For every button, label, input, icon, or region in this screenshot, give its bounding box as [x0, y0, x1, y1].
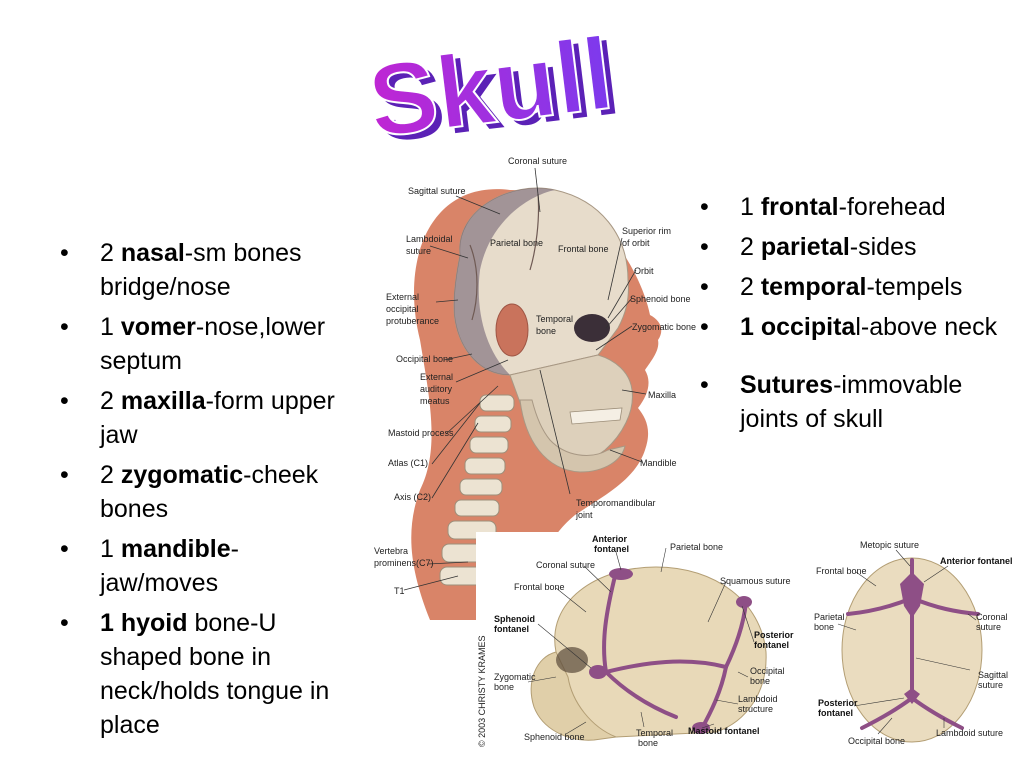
- top-label-sagittal-suture-2: suture: [978, 680, 1003, 690]
- fetal-top-anterior-fontanel: [900, 572, 924, 618]
- left-bullet-list: •2 nasal-sm bones bridge/nose •1 vomer-n…: [60, 236, 350, 748]
- fetal-face: [530, 651, 618, 741]
- label-mastoid-process: Mastoid process: [388, 428, 454, 438]
- fetal-label-zygomatic-bone-1: Zygomatic: [494, 672, 536, 682]
- fetal-label-zygomatic-bone-2: bone: [494, 682, 514, 692]
- fetal-label-sphenoid-fontanel-2: fontanel: [494, 624, 529, 634]
- bullet-parietal: •2 parietal-sides: [700, 233, 917, 261]
- fetal-skull-side-figure: Anterior fontanel Parietal bone Coronal …: [476, 532, 806, 762]
- top-label-posterior-fontanel-2: fontanel: [818, 708, 853, 718]
- label-sphenoid-bone: Sphenoid bone: [630, 294, 691, 304]
- label-t1: T1: [394, 586, 405, 596]
- fetal-label-mastoid-fontanel: Mastoid fontanel: [688, 726, 760, 736]
- top-label-lambdoid-suture: Lambdoid suture: [936, 728, 1003, 738]
- fetal-label-posterior-fontanel-2: fontanel: [754, 640, 789, 650]
- fetal-label-sphenoid-bone: Sphenoid bone: [524, 732, 585, 742]
- label-ext-occ-2: occipital: [386, 304, 419, 314]
- label-temporal-bone-2: bone: [536, 326, 556, 336]
- fetal-skull-top-figure: Metopic suture Frontal bone Anterior fon…: [808, 538, 1020, 764]
- fetal-label-parietal-bone: Parietal bone: [670, 542, 723, 552]
- bullet-maxilla: •2 maxilla-form upper jaw: [60, 387, 335, 449]
- slide-title: Skull Skull: [340, 0, 680, 164]
- top-label-coronal-suture-2: suture: [976, 622, 1001, 632]
- label-parietal-bone: Parietal bone: [490, 238, 543, 248]
- label-lambdoidal-2: suture: [406, 246, 431, 256]
- label-superior-rim-2: of orbit: [622, 238, 650, 248]
- mandible-shape: [519, 399, 626, 473]
- bullet-zygomatic: •2 zygomatic-cheek bones: [60, 461, 319, 523]
- top-label-posterior-fontanel-1: Posterior: [818, 698, 858, 708]
- label-ext-aud-3: meatus: [420, 396, 450, 406]
- bullet-temporal: •2 temporal-tempels: [700, 273, 963, 301]
- fetal-mastoid-fontanel: [692, 722, 710, 734]
- top-label-parietal-bone-1: Parietal: [814, 612, 845, 622]
- fetal-label-coronal-suture: Coronal suture: [536, 560, 595, 570]
- fetal-top-posterior-fontanel: [904, 688, 920, 704]
- head-skull-figure: Coronal suture Sagittal suture Parietal …: [360, 150, 700, 650]
- copyright-text: © 2003 CHRISTY KRAMES: [477, 635, 487, 747]
- label-tmj-2: joint: [575, 510, 593, 520]
- fetal-label-lambdoid-structure-1: Lambdoid: [738, 694, 778, 704]
- label-temporal-bone-1: Temporal: [536, 314, 573, 324]
- label-mandible: Mandible: [640, 458, 677, 468]
- fetal-label-lambdoid-structure-2: structure: [738, 704, 773, 714]
- fetal-label-squamous-suture: Squamous suture: [720, 576, 791, 586]
- top-label-frontal-bone: Frontal bone: [816, 566, 867, 576]
- label-frontal-bone: Frontal bone: [558, 244, 609, 254]
- label-sagittal-suture: Sagittal suture: [408, 186, 466, 196]
- bullet-vomer: •1 vomer-nose,lower septum: [60, 313, 326, 375]
- right-bullet-list: •1 frontal-forehead •2 parietal-sides •2…: [700, 190, 1010, 442]
- fetal-label-sphenoid-fontanel-1: Sphenoid: [494, 614, 535, 624]
- top-label-metopic-suture: Metopic suture: [860, 540, 919, 550]
- fetal-orbit: [556, 647, 588, 673]
- fetal-posterior-fontanel: [736, 596, 752, 608]
- fetal-sphenoid-fontanel: [589, 665, 607, 679]
- ear: [495, 303, 529, 357]
- label-ext-occ-1: External: [386, 292, 419, 302]
- label-axis: Axis (C2): [394, 492, 431, 502]
- label-coronal-suture: Coronal suture: [508, 156, 567, 166]
- label-lambdoidal-1: Lambdoidal: [406, 234, 453, 244]
- bullet-hyoid: •1 hyoid bone-U shaped bone in neck/hold…: [60, 609, 330, 739]
- label-superior-rim-1: Superior rim: [622, 226, 671, 236]
- label-tmj-1: Temporomandibular: [576, 498, 656, 508]
- fetal-label-occipital-bone-1: Occipital: [750, 666, 785, 676]
- title-text: Skull: [363, 16, 619, 150]
- top-label-occipital-bone: Occipital bone: [848, 736, 905, 746]
- bullet-sutures: •Sutures-immovable joints of skull: [700, 371, 963, 433]
- fetal-label-anterior-fontanel-2: fontanel: [594, 544, 629, 554]
- fetal-label-occipital-bone-2: bone: [750, 676, 770, 686]
- top-label-parietal-bone-2: bone: [814, 622, 834, 632]
- fetal-label-anterior-fontanel-1: Anterior: [592, 534, 628, 544]
- label-ext-aud-2: auditory: [420, 384, 453, 394]
- teeth: [569, 407, 623, 425]
- label-maxilla: Maxilla: [648, 390, 676, 400]
- fetal-label-posterior-fontanel-1: Posterior: [754, 630, 794, 640]
- cranium-shadow: [453, 188, 555, 375]
- top-label-anterior-fontanel: Anterior fontanel: [940, 556, 1013, 566]
- fetal-label-frontal-bone: Frontal bone: [514, 582, 565, 592]
- label-ext-aud-1: External: [420, 372, 453, 382]
- bullet-frontal: •1 frontal-forehead: [700, 193, 946, 221]
- top-label-coronal-suture-1: Coronal: [976, 612, 1008, 622]
- label-vertebra-1: Vertebra: [374, 546, 408, 556]
- label-ext-occ-3: protuberance: [386, 316, 439, 326]
- fetal-label-temporal-bone-1: Temporal: [636, 728, 673, 738]
- label-orbit: Orbit: [634, 266, 654, 276]
- fetal-anterior-fontanel: [609, 568, 633, 580]
- fetal-label-temporal-bone-2: bone: [638, 738, 658, 748]
- bullet-occipital: •1 occipital-above neck: [700, 313, 998, 341]
- bullet-mandible: •1 mandible-jaw/moves: [60, 535, 239, 597]
- top-label-sagittal-suture-1: Sagittal: [978, 670, 1008, 680]
- orbit-shape: [574, 314, 610, 342]
- bullet-nasal: •2 nasal-sm bones bridge/nose: [60, 239, 302, 301]
- label-vertebra-2: prominens(C7): [374, 558, 434, 568]
- label-zygomatic-bone: Zygomatic bone: [632, 322, 696, 332]
- label-atlas: Atlas (C1): [388, 458, 428, 468]
- label-occipital-bone: Occipital bone: [396, 354, 453, 364]
